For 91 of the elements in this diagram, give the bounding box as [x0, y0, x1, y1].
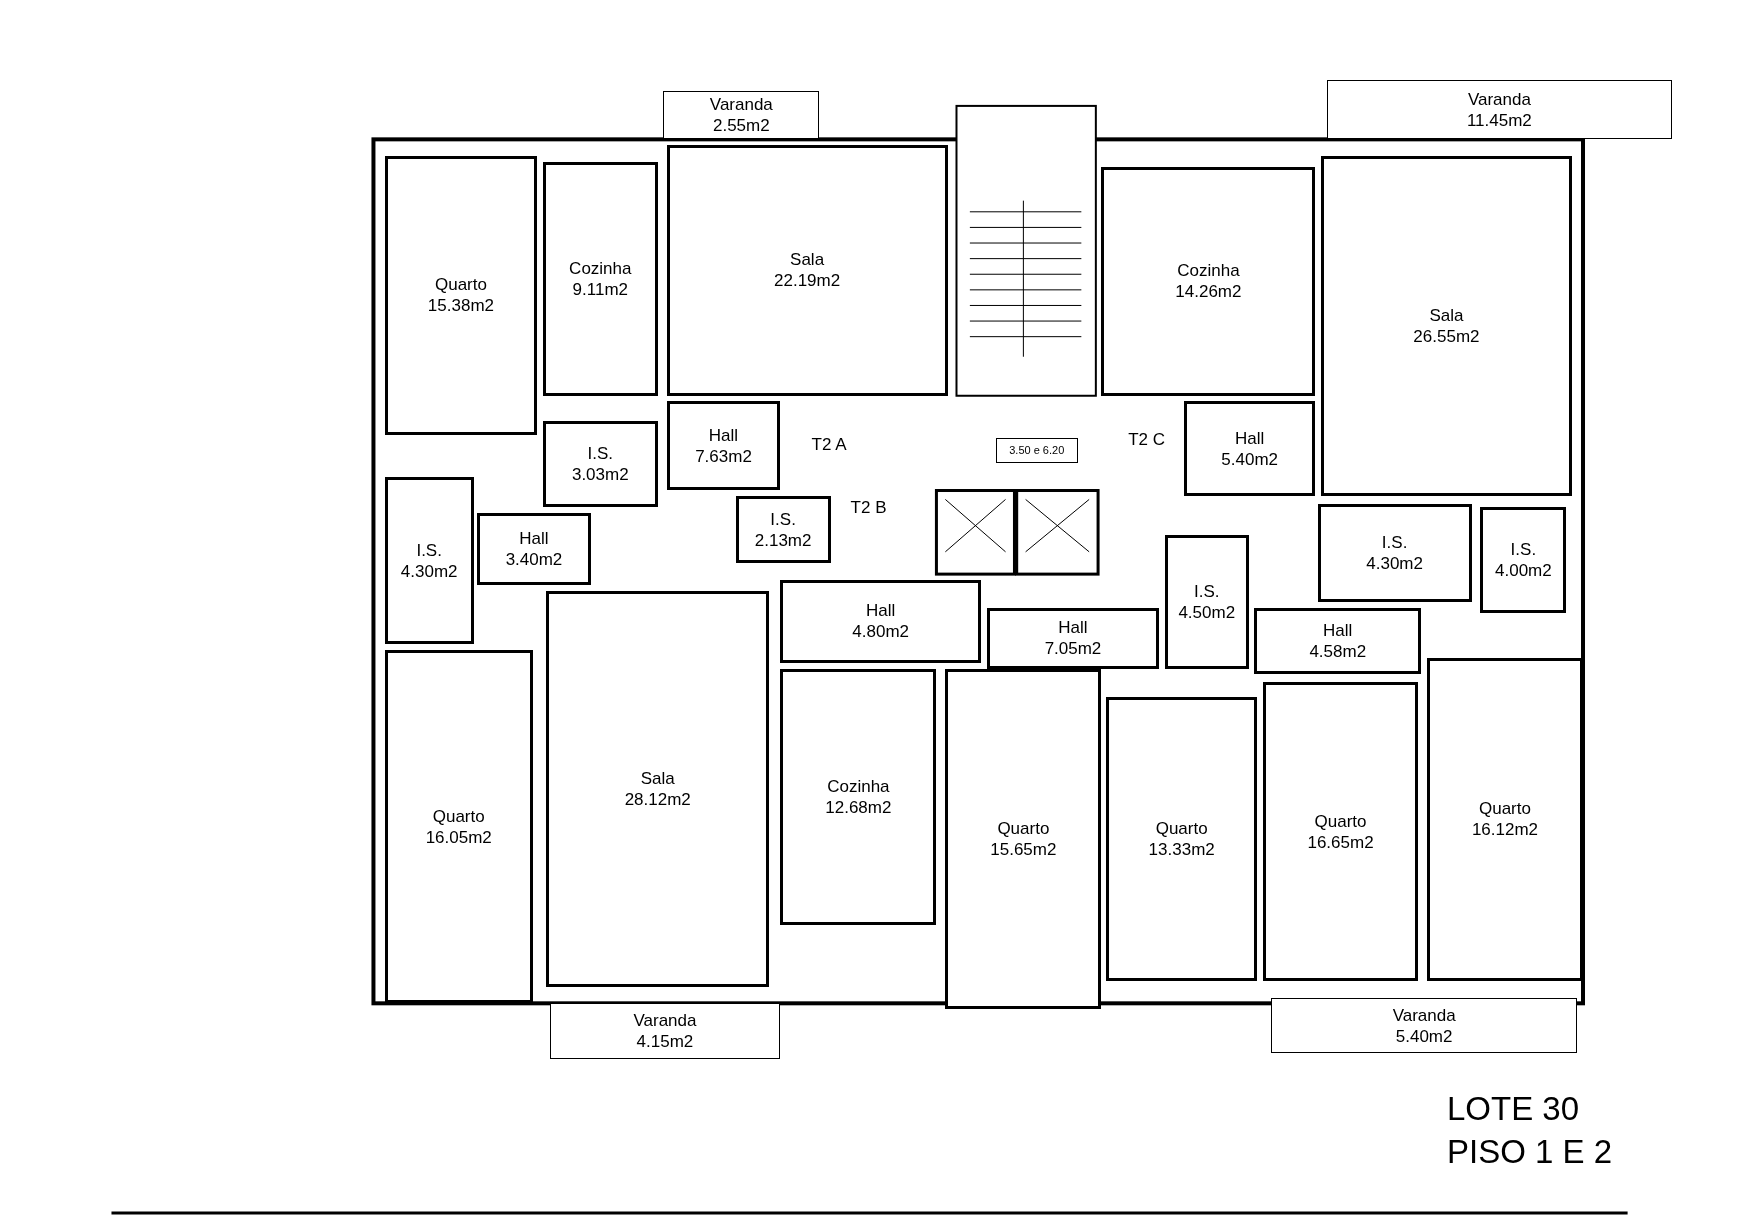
room-outline — [1263, 682, 1418, 981]
room-outline — [542, 161, 658, 396]
room-outline — [986, 607, 1160, 669]
room-name: Sala — [640, 767, 675, 789]
room-outline — [384, 649, 533, 1004]
area-value: 16.05m2 — [425, 826, 492, 848]
unit-label: T2 C — [1128, 430, 1165, 451]
area-value: 28.12m2 — [624, 788, 691, 810]
balcony-outline — [549, 1003, 781, 1060]
room-name: Quarto — [432, 805, 485, 827]
area-value: 7.63m2 — [695, 445, 752, 467]
unit-label: T2 A — [811, 434, 847, 455]
dimension-text: 3.50 e 6.20 — [1009, 443, 1065, 457]
balcony-outline — [1270, 997, 1578, 1054]
room-outline — [1164, 535, 1249, 669]
room-outline — [1321, 156, 1572, 497]
room-outline — [384, 477, 474, 645]
room-outline — [666, 144, 948, 396]
room-name: Quarto — [997, 817, 1050, 839]
room-name: Hall — [1058, 617, 1088, 639]
area-value: 4.15m2 — [636, 1031, 694, 1053]
room-name: Quarto — [1314, 810, 1367, 832]
area-value: 16.12m2 — [1471, 819, 1539, 841]
room-name: Hall — [519, 528, 549, 549]
room-name: I.S. — [1194, 580, 1220, 602]
room-outline — [384, 156, 538, 435]
area-value: 2.55m2 — [712, 115, 770, 137]
room-outline — [1183, 401, 1316, 497]
area-value: 16.65m2 — [1307, 831, 1374, 853]
room-name: Hall — [866, 600, 896, 622]
area-value: 15.38m2 — [427, 295, 495, 317]
area-value: 5.40m2 — [1221, 448, 1278, 470]
area-value: 5.40m2 — [1395, 1025, 1453, 1047]
room-outline — [666, 401, 781, 491]
room-name: Quarto — [1155, 817, 1208, 839]
area-value: 15.65m2 — [990, 838, 1057, 860]
room-name: Varanda — [1392, 1004, 1456, 1026]
dimension-tag — [995, 438, 1078, 463]
area-value: 4.00m2 — [1495, 560, 1552, 582]
room-outline — [735, 496, 831, 563]
area-value: 4.30m2 — [400, 560, 458, 582]
room-name: Varanda — [1467, 88, 1531, 110]
area-value: 4.80m2 — [852, 621, 909, 643]
area-value: 14.26m2 — [1175, 281, 1242, 303]
floor-title: PISO 1 E 2 — [1447, 1132, 1613, 1171]
room-name: I.S. — [1381, 531, 1408, 553]
balcony-outline — [1326, 80, 1673, 140]
room-outline — [1101, 167, 1316, 396]
area-value: 3.03m2 — [571, 464, 629, 486]
room-outline — [477, 512, 591, 586]
room-name: Sala — [1429, 305, 1464, 327]
balcony-outline — [663, 91, 820, 140]
area-value: 11.45m2 — [1466, 109, 1532, 131]
room-name: Cozinha — [827, 776, 890, 798]
room-name: Hall — [708, 424, 739, 446]
room-outline — [1480, 507, 1567, 614]
area-value: 2.13m2 — [754, 529, 812, 551]
area-value: 13.33m2 — [1148, 838, 1215, 860]
area-value: 4.50m2 — [1178, 601, 1236, 623]
plan-title: LOTE 30 — [1447, 1090, 1580, 1129]
area-value: 3.40m2 — [505, 549, 563, 570]
room-name: I.S. — [416, 539, 442, 561]
room-name: Sala — [790, 249, 825, 271]
area-value: 26.55m2 — [1413, 326, 1480, 348]
room-name: Quarto — [434, 274, 487, 296]
room-name: I.S. — [770, 508, 796, 530]
room-outline — [1317, 503, 1472, 602]
room-outline — [546, 590, 770, 987]
unit-label: T2 B — [850, 498, 887, 519]
room-outline — [542, 421, 658, 508]
room-outline — [1254, 607, 1422, 675]
room-outline — [1426, 657, 1583, 981]
room-name: Hall — [1323, 620, 1353, 641]
room-outline — [780, 668, 937, 926]
room-name: Quarto — [1478, 798, 1531, 820]
area-value: 7.05m2 — [1044, 638, 1102, 660]
room-outline — [945, 668, 1102, 1009]
area-value: 9.11m2 — [572, 278, 628, 300]
room-name: Varanda — [709, 94, 773, 116]
room-name: Cozinha — [569, 257, 632, 279]
room-name: I.S. — [1510, 539, 1537, 561]
area-value: 4.58m2 — [1309, 641, 1367, 662]
room-name: Hall — [1235, 427, 1265, 449]
room-name: Varanda — [633, 1010, 697, 1032]
room-outline — [780, 579, 981, 664]
room-outline — [1105, 696, 1258, 981]
area-value: 12.68m2 — [825, 797, 892, 819]
area-value: 22.19m2 — [774, 270, 841, 292]
room-name: I.S. — [587, 443, 614, 465]
area-value: 4.30m2 — [1366, 552, 1423, 574]
room-name: Cozinha — [1177, 260, 1240, 282]
